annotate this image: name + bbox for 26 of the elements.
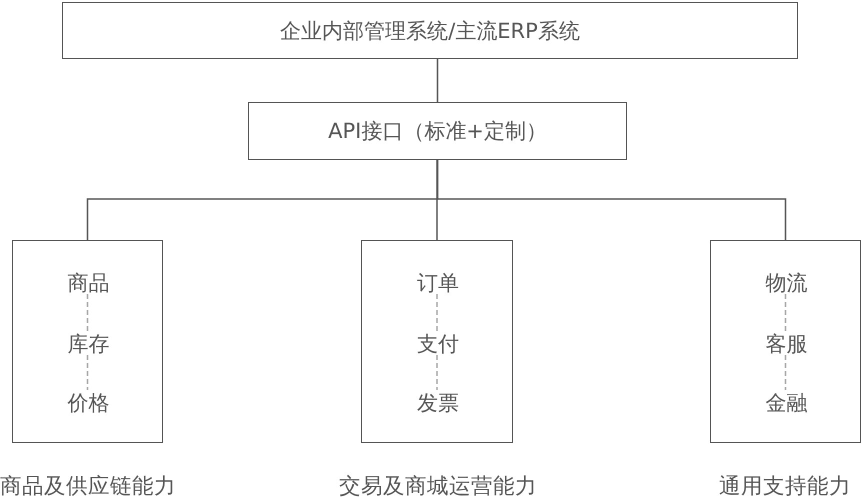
dashed-line (86, 355, 88, 390)
group-box (361, 240, 513, 443)
item-label: 发票 (416, 391, 460, 415)
node-label: 通用支持能力 (719, 474, 851, 497)
node-label: 交易及商城运营能力 (339, 474, 537, 497)
item-label: 商品 (66, 271, 110, 295)
group-box (710, 240, 861, 443)
item-label: 物流 (764, 271, 808, 295)
interface-box: API接口（标准+定制） (248, 102, 627, 160)
dashed-line (436, 294, 438, 331)
node-label: 商品及供应链能力 (0, 474, 176, 497)
group-box (12, 240, 163, 443)
dashed-line (86, 294, 88, 331)
item-label: 客服 (764, 332, 808, 356)
item-label: 价格 (66, 391, 110, 415)
dashed-line (784, 355, 786, 390)
dashed-line (784, 294, 786, 331)
connector-line (436, 160, 438, 240)
item-label: 库存 (66, 332, 110, 356)
connector-line (436, 160, 786, 240)
dashed-line (436, 355, 438, 390)
item-label: 订单 (416, 271, 460, 295)
system-box: 企业内部管理系统/主流ERP系统 (62, 2, 798, 59)
item-label: 金融 (764, 391, 808, 415)
item-label: 支付 (416, 332, 460, 356)
connector-line (436, 59, 438, 102)
